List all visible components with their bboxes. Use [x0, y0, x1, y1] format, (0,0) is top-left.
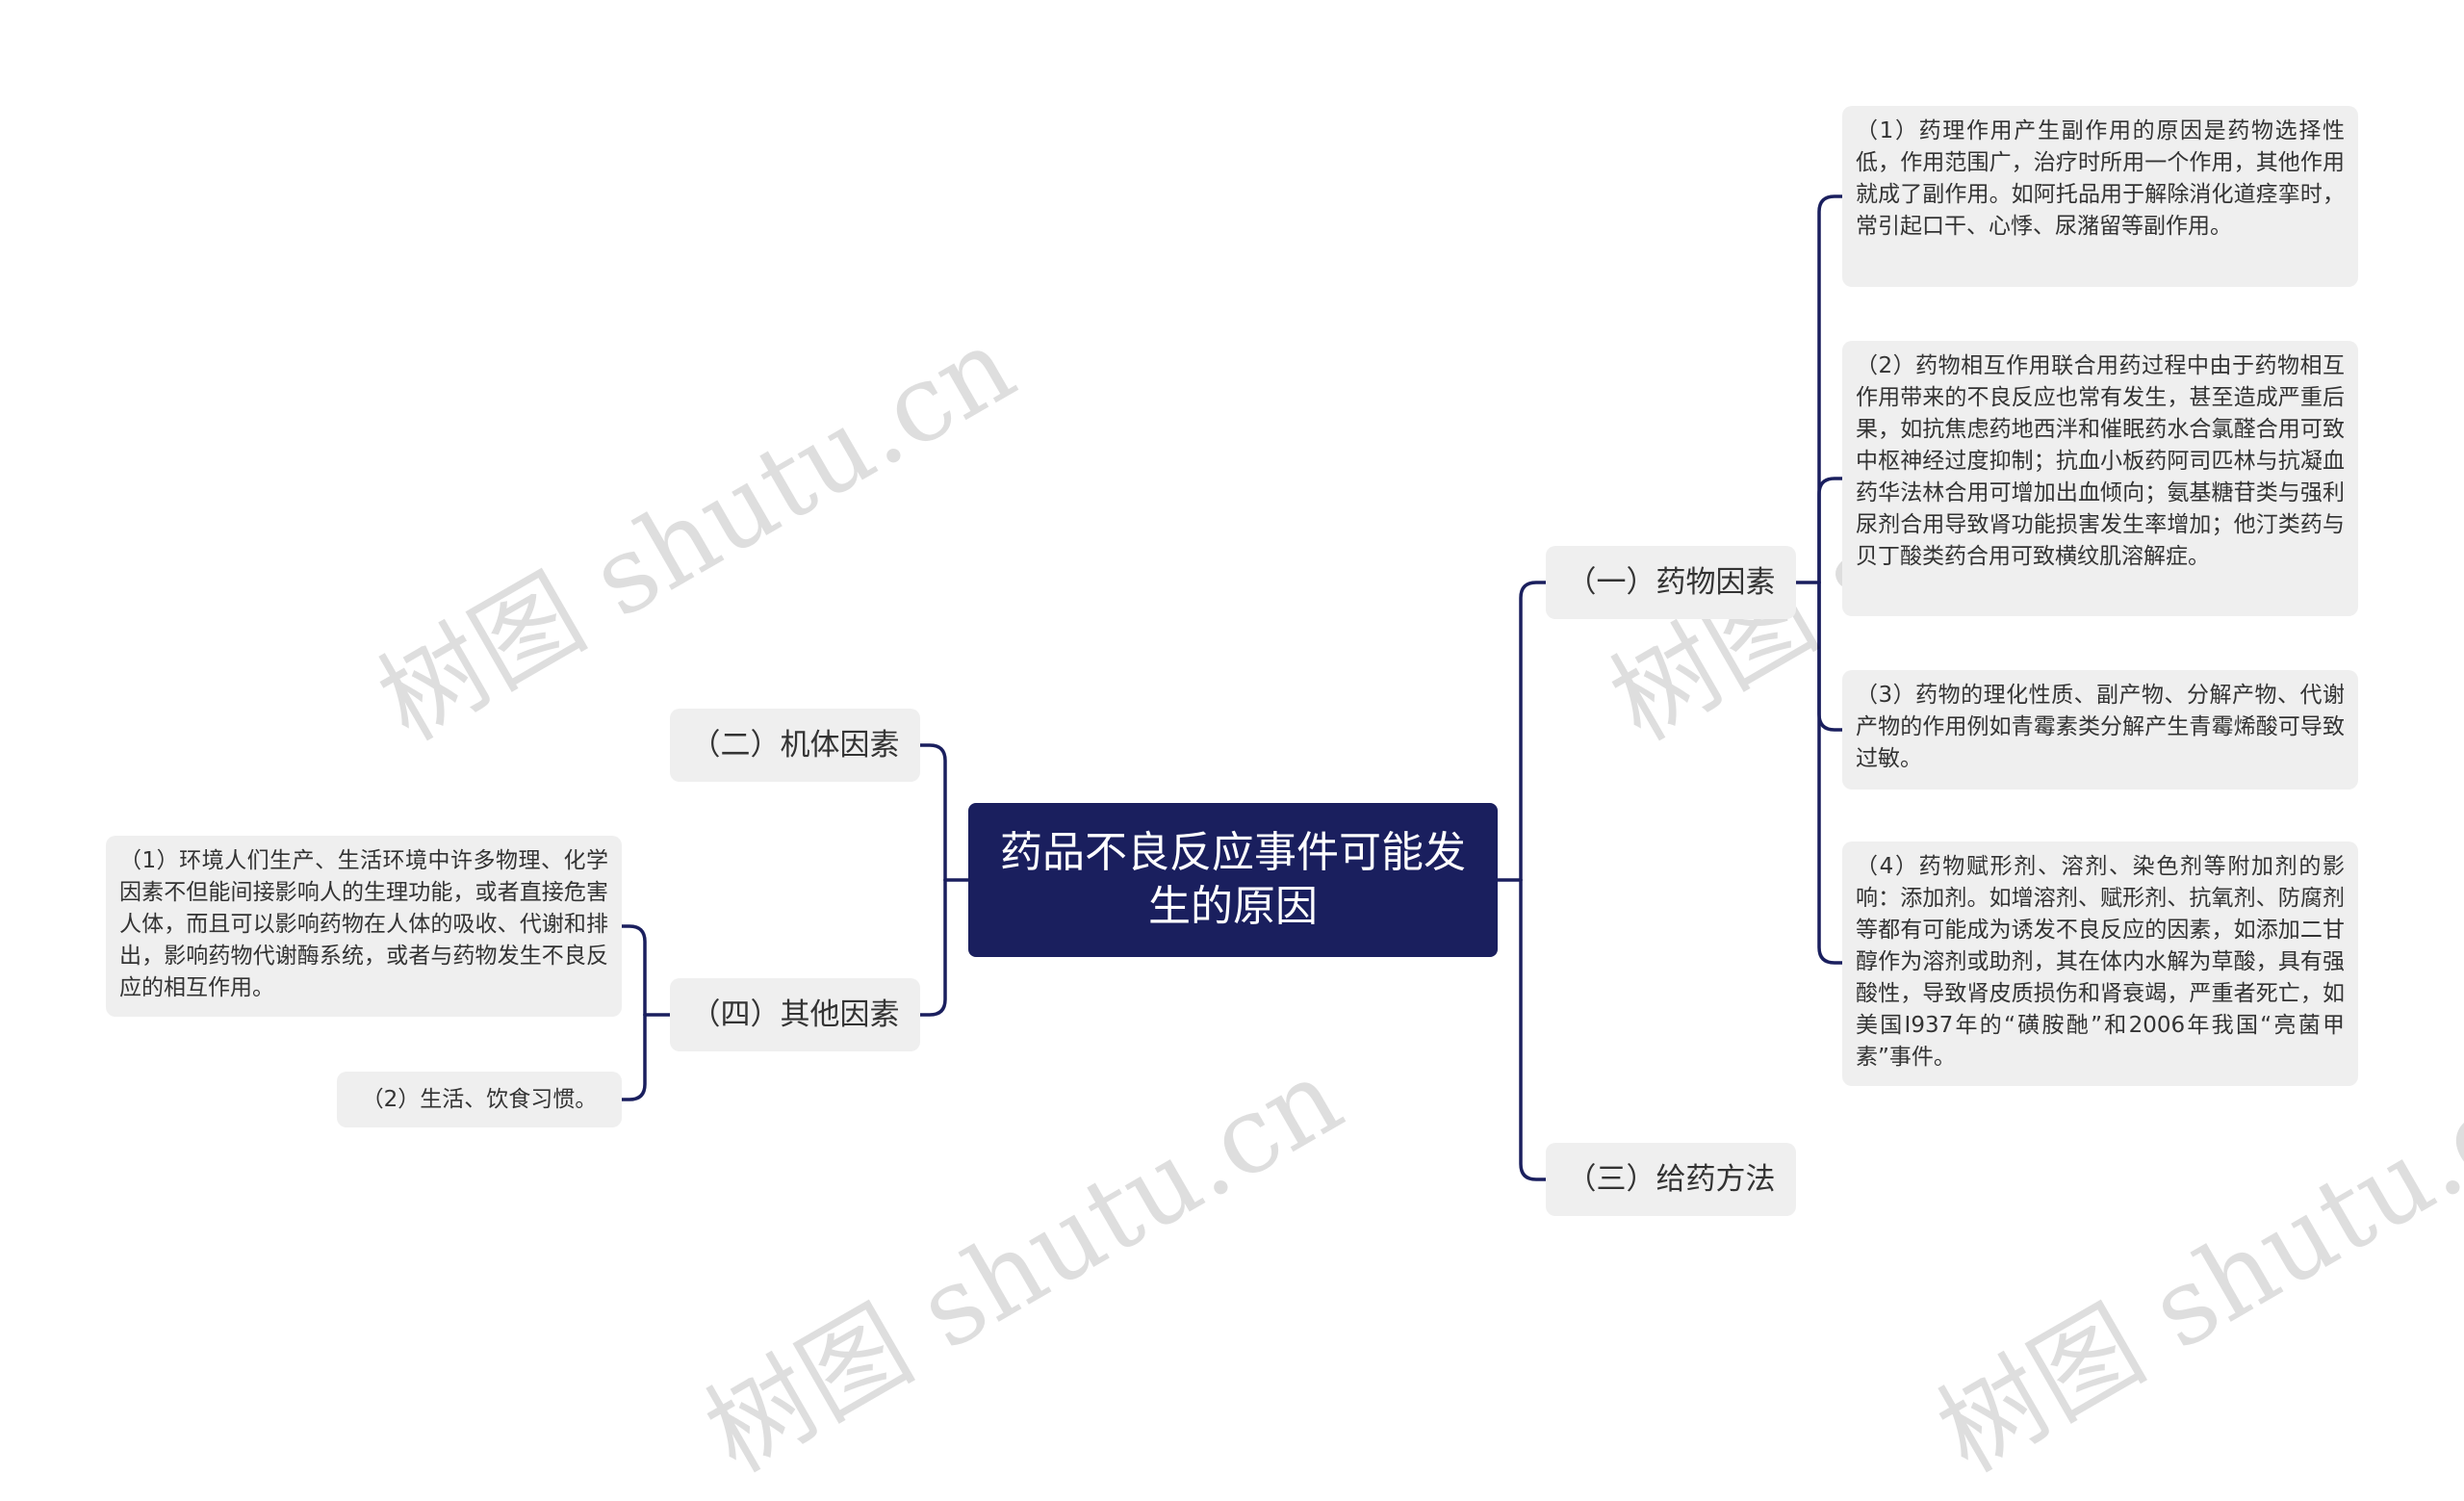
leaf-pharmacological-side-effect[interactable]: （1）药理作用产生副作用的原因是药物选择性低，作用范围广，治疗时所用一个作用，其…	[1842, 106, 2358, 287]
root-title: 药品不良反应事件可能发生的原因	[1000, 828, 1466, 931]
leaf-environment[interactable]: （1）环境人们生产、生活环境中许多物理、化学因素不但能间接影响人的生理功能，或者…	[106, 836, 622, 1017]
branch-drug-factors[interactable]: （一）药物因素	[1546, 546, 1796, 619]
leaf-text: （4）药物赋形剂、溶剂、染色剂等附加剂的影响：添加剂。如增溶剂、赋形剂、抗氧剂、…	[1856, 854, 2345, 1070]
leaf-lifestyle-diet[interactable]: （2）生活、饮食习惯。	[337, 1072, 622, 1127]
leaf-text: （1）环境人们生产、生活环境中许多物理、化学因素不但能间接影响人的生理功能，或者…	[119, 848, 608, 1000]
branch-administration-method[interactable]: （三）给药方法	[1546, 1143, 1796, 1216]
leaf-text: （3）药物的理化性质、副产物、分解产物、代谢产物的作用例如青霉素类分解产生青霉烯…	[1856, 683, 2345, 771]
leaf-text: （1）药理作用产生副作用的原因是药物选择性低，作用范围广，治疗时所用一个作用，其…	[1856, 118, 2345, 239]
leaf-drug-interaction[interactable]: （2）药物相互作用联合用药过程中由于药物相互作用带来的不良反应也常有发生，甚至造…	[1842, 341, 2358, 616]
leaf-text: （2）生活、饮食习惯。	[361, 1086, 598, 1112]
branch-label: （二）机体因素	[690, 728, 900, 763]
branch-label: （一）药物因素	[1566, 565, 1776, 600]
branch-label: （三）给药方法	[1566, 1162, 1776, 1197]
branch-body-factors[interactable]: （二）机体因素	[670, 709, 920, 782]
root-topic[interactable]: 药品不良反应事件可能发生的原因	[968, 803, 1498, 957]
leaf-physicochemical-properties[interactable]: （3）药物的理化性质、副产物、分解产物、代谢产物的作用例如青霉素类分解产生青霉烯…	[1842, 670, 2358, 789]
branch-label: （四）其他因素	[690, 997, 900, 1032]
branch-other-factors[interactable]: （四）其他因素	[670, 978, 920, 1051]
leaf-text: （2）药物相互作用联合用药过程中由于药物相互作用带来的不良反应也常有发生，甚至造…	[1856, 353, 2345, 569]
connector-lines	[620, 194, 1844, 1181]
leaf-excipients[interactable]: （4）药物赋形剂、溶剂、染色剂等附加剂的影响：添加剂。如增溶剂、赋形剂、抗氧剂、…	[1842, 841, 2358, 1086]
